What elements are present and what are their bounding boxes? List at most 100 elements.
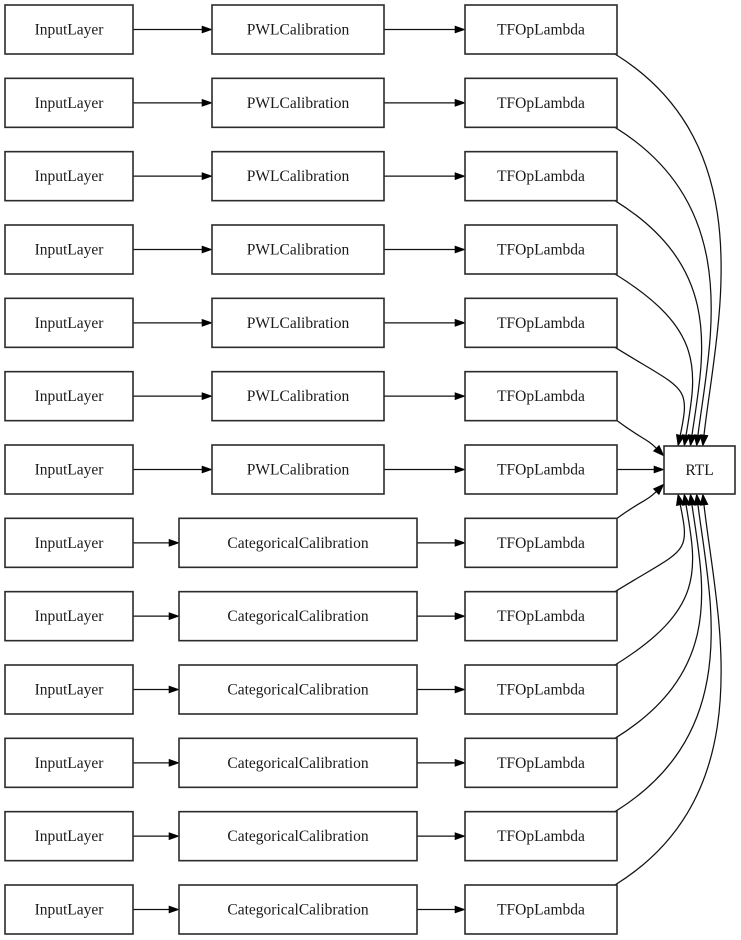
node-input-layer-13[interactable]: InputLayer — [4, 884, 134, 935]
edge-op-to-rtl-12-line — [614, 504, 712, 813]
node-tfop-lambda-6[interactable]: TFOpLambda — [464, 370, 618, 422]
edge-calibration-to-op-8-arrowhead — [454, 538, 466, 547]
node-pwl-calibration-2[interactable]: PWLCalibration — [211, 77, 385, 129]
node-pwl-calibration-6-label: PWLCalibration — [247, 388, 350, 405]
edge-calibration-to-op-7-arrowhead — [454, 465, 466, 474]
node-input-layer-2-box — [4, 77, 134, 129]
node-tfop-lambda-7[interactable]: TFOpLambda — [464, 444, 618, 495]
edge-op-to-rtl-10-line — [614, 504, 694, 666]
edge-op-to-rtl-11-arrowhead — [687, 493, 697, 506]
node-input-layer-5-box — [4, 297, 134, 349]
edge-op-to-rtl-6-line — [616, 420, 657, 449]
node-categorical-calibration-9[interactable]: CategoricalCalibration — [178, 590, 418, 642]
node-input-layer-5[interactable]: InputLayer — [4, 297, 134, 349]
edge-calibration-to-op-4-arrowhead — [454, 245, 466, 254]
node-tfop-lambda-4[interactable]: TFOpLambda — [464, 224, 618, 275]
node-tfop-lambda-11[interactable]: TFOpLambda — [464, 737, 618, 789]
node-input-layer-9[interactable]: InputLayer — [4, 590, 134, 642]
edge-op-to-rtl-10-arrowhead — [681, 493, 691, 506]
node-tfop-lambda-5[interactable]: TFOpLambda — [464, 297, 618, 349]
node-input-layer-9-box — [4, 590, 134, 642]
node-input-layer-12-box — [4, 810, 134, 862]
node-input-layer-8[interactable]: InputLayer — [4, 517, 134, 569]
node-input-layer-6[interactable]: InputLayer — [4, 370, 134, 422]
node-categorical-calibration-12-box — [178, 810, 418, 862]
edge-op-to-rtl-3-line — [614, 200, 703, 436]
node-input-layer-7-label: InputLayer — [35, 461, 105, 478]
node-input-layer-4[interactable]: InputLayer — [4, 224, 134, 275]
edge-op-to-rtl-11 — [614, 493, 703, 739]
edge-calibration-to-op-8 — [417, 538, 466, 547]
edge-op-to-rtl-11-line — [614, 504, 703, 739]
node-tfop-lambda-1-box — [464, 4, 618, 55]
node-tfop-lambda-8-label: TFOpLambda — [497, 535, 585, 552]
node-categorical-calibration-12-label: CategoricalCalibration — [227, 828, 368, 845]
node-pwl-calibration-6[interactable]: PWLCalibration — [211, 370, 385, 422]
node-tfop-lambda-12-label: TFOpLambda — [497, 828, 585, 845]
node-input-layer-12-label: InputLayer — [35, 828, 105, 845]
node-pwl-calibration-3[interactable]: PWLCalibration — [211, 150, 385, 202]
node-tfop-lambda-9[interactable]: TFOpLambda — [464, 590, 618, 642]
edge-input-to-calibration-11 — [133, 758, 180, 767]
node-pwl-calibration-3-label: PWLCalibration — [247, 168, 350, 185]
edge-input-to-calibration-3 — [133, 172, 213, 181]
edge-op-to-rtl-1 — [614, 53, 722, 447]
node-input-layer-6-label: InputLayer — [35, 388, 105, 405]
edge-op-to-rtl-7 — [617, 465, 665, 474]
edge-op-to-rtl-7-arrowhead — [653, 465, 665, 474]
edge-input-to-calibration-8-arrowhead — [168, 538, 180, 547]
node-pwl-calibration-1[interactable]: PWLCalibration — [211, 4, 385, 55]
node-categorical-calibration-8[interactable]: CategoricalCalibration — [178, 517, 418, 569]
edge-calibration-to-op-3-arrowhead — [454, 172, 466, 181]
node-pwl-calibration-7[interactable]: PWLCalibration — [211, 444, 385, 495]
node-tfop-lambda-10[interactable]: TFOpLambda — [464, 664, 618, 715]
edge-input-to-calibration-10-arrowhead — [168, 685, 180, 694]
node-tfop-lambda-7-label: TFOpLambda — [497, 461, 585, 478]
node-tfop-lambda-2[interactable]: TFOpLambda — [464, 77, 618, 129]
node-input-layer-7-box — [4, 444, 134, 495]
node-categorical-calibration-11[interactable]: CategoricalCalibration — [178, 737, 418, 789]
node-input-layer-7[interactable]: InputLayer — [4, 444, 134, 495]
node-categorical-calibration-10[interactable]: CategoricalCalibration — [178, 664, 418, 715]
edge-op-to-rtl-5 — [614, 346, 686, 447]
node-tfop-lambda-13[interactable]: TFOpLambda — [464, 884, 618, 935]
node-input-layer-3[interactable]: InputLayer — [4, 150, 134, 202]
node-tfop-lambda-8[interactable]: TFOpLambda — [464, 517, 618, 569]
edge-calibration-to-op-2 — [384, 98, 466, 107]
edge-input-to-calibration-10 — [133, 685, 180, 694]
node-input-layer-3-label: InputLayer — [35, 168, 105, 185]
node-categorical-calibration-13[interactable]: CategoricalCalibration — [178, 884, 418, 935]
node-rtl[interactable]: RTL — [663, 445, 736, 495]
node-tfop-lambda-12[interactable]: TFOpLambda — [464, 810, 618, 862]
edge-calibration-to-op-12 — [417, 832, 466, 841]
node-rtl-box — [663, 445, 736, 495]
node-input-layer-10[interactable]: InputLayer — [4, 664, 134, 715]
node-pwl-calibration-5[interactable]: PWLCalibration — [211, 297, 385, 349]
edge-input-to-calibration-12 — [133, 832, 180, 841]
edge-calibration-to-op-2-arrowhead — [454, 98, 466, 107]
node-pwl-calibration-4[interactable]: PWLCalibration — [211, 224, 385, 275]
node-input-layer-12[interactable]: InputLayer — [4, 810, 134, 862]
edge-calibration-to-op-10 — [417, 685, 466, 694]
edge-input-to-calibration-7 — [133, 465, 213, 474]
node-tfop-lambda-3[interactable]: TFOpLambda — [464, 150, 618, 202]
edge-calibration-to-op-11 — [417, 758, 466, 767]
edge-op-to-rtl-9-line — [614, 504, 686, 593]
node-input-layer-2[interactable]: InputLayer — [4, 77, 134, 129]
edge-input-to-calibration-2-arrowhead — [201, 98, 213, 107]
node-pwl-calibration-2-label: PWLCalibration — [247, 95, 350, 112]
edge-calibration-to-op-13 — [417, 905, 466, 914]
edge-op-to-rtl-5-line — [614, 346, 686, 436]
node-tfop-lambda-1[interactable]: TFOpLambda — [464, 4, 618, 55]
edge-op-to-rtl-2-line — [614, 126, 712, 436]
edge-input-to-calibration-9-arrowhead — [168, 612, 180, 621]
node-categorical-calibration-8-label: CategoricalCalibration — [227, 535, 368, 552]
node-categorical-calibration-11-label: CategoricalCalibration — [227, 755, 368, 772]
node-pwl-calibration-6-box — [211, 370, 385, 422]
node-tfop-lambda-3-box — [464, 150, 618, 202]
node-input-layer-1[interactable]: InputLayer — [4, 4, 134, 55]
node-categorical-calibration-12[interactable]: CategoricalCalibration — [178, 810, 418, 862]
node-input-layer-11[interactable]: InputLayer — [4, 737, 134, 789]
